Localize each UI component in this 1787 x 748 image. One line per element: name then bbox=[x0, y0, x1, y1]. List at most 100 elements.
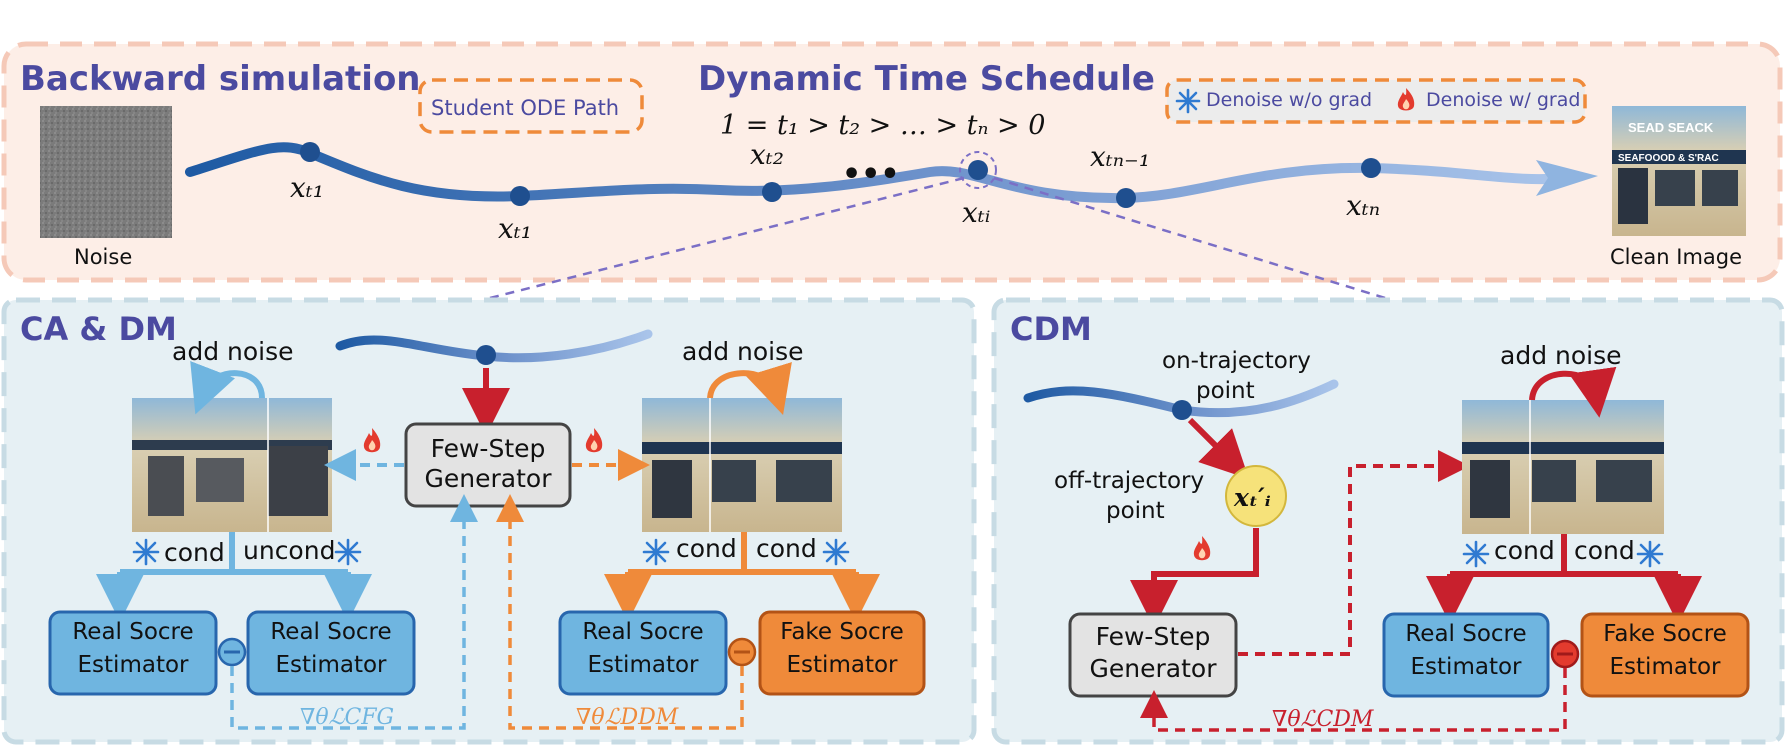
cdm-add-noise-label: add noise bbox=[1500, 341, 1622, 370]
denoise-legend bbox=[1165, 78, 1587, 124]
cdm-generator-line2: Generator bbox=[1090, 654, 1218, 683]
cdm-real-estimator bbox=[1382, 612, 1550, 698]
student-path-label: Student ODE Path bbox=[431, 96, 619, 120]
point-label-xt1-b: xₜ₁ bbox=[498, 212, 532, 245]
on-traj-line1: on-trajectory bbox=[1162, 348, 1311, 374]
cdm-cond-label-right: cond bbox=[1574, 536, 1635, 565]
ode-path bbox=[185, 142, 1565, 204]
add-noise-right-arrow bbox=[707, 361, 792, 415]
cdm-real-estimator-line1: Real Socre bbox=[1405, 621, 1526, 647]
cdm-cond-label-left: cond bbox=[1494, 536, 1555, 565]
loss-ddm-label: ∇θℒDDM bbox=[576, 705, 679, 730]
off-traj-x-label: xₜ′ᵢ bbox=[1233, 483, 1271, 512]
ca-dm-generator-line1: Few-Step bbox=[431, 434, 546, 463]
clean-image: SEAFOOOD & S'RAC SEAD SEACK bbox=[1612, 106, 1746, 236]
ca-dm-title: CA & DM bbox=[20, 310, 177, 348]
dynamic-time-schedule-title: Dynamic Time Schedule bbox=[698, 59, 1155, 99]
snowflake-icon bbox=[822, 538, 850, 566]
snowflake-icon bbox=[1462, 540, 1490, 568]
ca-dm-uncond-label: uncond bbox=[243, 536, 335, 565]
flame-icon bbox=[1397, 88, 1415, 111]
ca-dm-generator-box bbox=[404, 422, 572, 508]
ode-path-arrowhead bbox=[1536, 160, 1598, 196]
point-label-xtn-1: xₜₙ₋₁ bbox=[1090, 140, 1150, 173]
add-noise-right-label: add noise bbox=[682, 337, 804, 366]
point-xti-highlight bbox=[959, 151, 997, 189]
cdm-fake-estimator-line1: Fake Socre bbox=[1603, 621, 1727, 647]
off-traj-point-node bbox=[1225, 465, 1287, 527]
zoom-line-left bbox=[489, 176, 965, 300]
cdm-branch bbox=[1426, 534, 1702, 624]
point-xtn-1 bbox=[1116, 188, 1136, 208]
snowflake-icon bbox=[1636, 540, 1664, 568]
cdm-mini-point bbox=[1172, 400, 1192, 420]
noise-label: Noise bbox=[74, 245, 132, 269]
point-label-xt1-a: xₜ₁ bbox=[290, 171, 324, 204]
clean-image-label: Clean Image bbox=[1610, 245, 1742, 269]
loss-cdm-label: ∇θℒCDM bbox=[1272, 707, 1374, 732]
ca-dm-right-images bbox=[642, 398, 842, 532]
ca-dm-generator-line2: Generator bbox=[425, 464, 553, 493]
ca-dm-cond-label-right: cond bbox=[756, 534, 817, 563]
ca-dm-fake-estimator-line1: Fake Socre bbox=[780, 619, 904, 645]
point-label-xti: xₜᵢ bbox=[962, 196, 990, 229]
clean-image-sign: SEAFOOOD & S'RAC bbox=[1618, 153, 1719, 164]
ca-dm-real-estimator-1 bbox=[48, 610, 218, 696]
cdm-gen-to-image-arrow bbox=[1238, 450, 1470, 656]
ellipsis: ••• bbox=[842, 157, 900, 192]
backward-simulation-title: Backward simulation bbox=[20, 59, 421, 99]
flame-icon bbox=[585, 428, 603, 453]
ca-dm-cond-label-mid: cond bbox=[676, 534, 737, 563]
cdm-red-arrow-to-x bbox=[1187, 417, 1249, 479]
snowflake-icon bbox=[1175, 88, 1201, 114]
cdm-add-noise-arrow bbox=[1529, 366, 1617, 418]
snowflake-icon bbox=[642, 538, 670, 566]
add-noise-left-arrow bbox=[190, 360, 265, 415]
point-xti bbox=[968, 160, 988, 180]
snowflake-icon bbox=[132, 538, 160, 566]
ca-dm-real-estimator-1-line2: Estimator bbox=[78, 652, 190, 678]
off-traj-line2: point bbox=[1106, 498, 1165, 524]
ca-dm-left-branch bbox=[96, 532, 372, 622]
ca-dm-real-estimator-1-line1: Real Socre bbox=[72, 619, 193, 645]
add-noise-left-label: add noise bbox=[172, 337, 294, 366]
minus-circle-icon bbox=[1550, 639, 1580, 669]
snowflake-icon bbox=[334, 538, 362, 566]
ca-dm-fake-estimator-line2: Estimator bbox=[787, 652, 899, 678]
noise-image bbox=[40, 106, 172, 238]
student-path-legend bbox=[418, 78, 644, 134]
loss-cfg-label: ∇θℒCFG bbox=[300, 705, 394, 730]
schedule-formula: 1 = t₁ > t₂ > … > tₙ > 0 bbox=[720, 110, 1045, 141]
point-xt2 bbox=[762, 182, 782, 202]
ca-dm-right-branch bbox=[604, 532, 880, 622]
ca-dm-mini-point bbox=[476, 345, 496, 365]
cdm-images bbox=[1462, 400, 1664, 534]
on-traj-line2: point bbox=[1196, 378, 1255, 404]
cdm-fake-estimator bbox=[1580, 612, 1750, 698]
ca-dm-real-estimator-3-line2: Estimator bbox=[588, 652, 700, 678]
denoise-no-grad-label: Denoise w/o grad bbox=[1206, 89, 1372, 111]
clean-image-top-sign: SEAD SEACK bbox=[1628, 120, 1714, 135]
cdm-x-to-generator-arrow bbox=[1130, 528, 1259, 628]
ca-dm-real-estimator-3-line1: Real Socre bbox=[582, 619, 703, 645]
point-label-xt2: xₜ₂ bbox=[750, 138, 784, 171]
flame-icon bbox=[1193, 536, 1211, 561]
cdm-real-estimator-line2: Estimator bbox=[1411, 654, 1523, 680]
ca-dm-real-estimator-3 bbox=[558, 610, 728, 696]
cdm-title: CDM bbox=[1010, 310, 1092, 348]
ca-dm-real-estimator-2-line1: Real Socre bbox=[270, 619, 391, 645]
point-xtn bbox=[1361, 158, 1381, 178]
ca-dm-left-images bbox=[132, 398, 332, 532]
cdm-generator-line1: Few-Step bbox=[1096, 622, 1211, 651]
point-xt1-a bbox=[300, 142, 320, 162]
ca-dm-real-estimator-2-line2: Estimator bbox=[276, 652, 388, 678]
ca-dm-fake-estimator bbox=[758, 610, 926, 696]
cdm-fake-estimator-line2: Estimator bbox=[1610, 654, 1722, 680]
minus-circle-icon bbox=[727, 637, 757, 667]
flame-icon bbox=[363, 428, 381, 453]
denoise-grad-label: Denoise w/ grad bbox=[1426, 89, 1580, 111]
off-traj-line1: off-trajectory bbox=[1054, 468, 1204, 494]
cfg-loss-path bbox=[230, 494, 478, 730]
point-label-xtn: xₜₙ bbox=[1346, 189, 1380, 222]
